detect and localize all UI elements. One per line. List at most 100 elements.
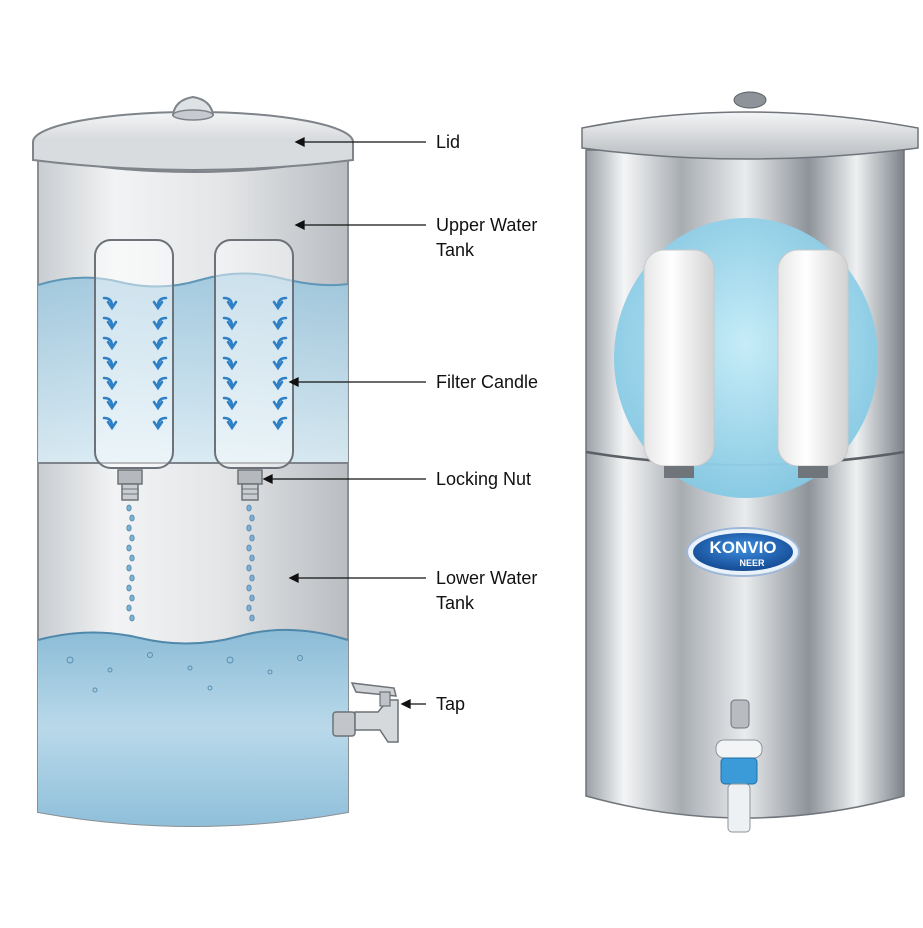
filter-candle-left [94, 239, 174, 469]
water-droplet [129, 594, 135, 602]
flow-arrow [222, 336, 234, 348]
water-droplet [129, 614, 135, 622]
flow-arrow [222, 416, 234, 428]
flow-arrow-head [226, 400, 238, 411]
flow-arrow [222, 356, 234, 368]
flow-arrow [102, 376, 114, 388]
flow-arrow-head [106, 340, 118, 351]
water-droplet [246, 504, 252, 512]
label-filter-candle: Filter Candle [436, 372, 539, 392]
label-lower-water-tank-line1: Lower Water [436, 568, 538, 588]
locking-nut-left [117, 469, 143, 501]
flow-arrow-head [152, 300, 164, 311]
flow-arrow [156, 296, 168, 308]
label-tap: Tap [436, 694, 466, 714]
flow-arrow [156, 416, 168, 428]
product-candle-right [777, 249, 849, 478]
flow-arrow-head [152, 320, 164, 331]
flow-arrow [222, 316, 234, 328]
water-droplet [126, 524, 132, 532]
flow-arrow [156, 316, 168, 328]
flow-arrow [102, 416, 114, 428]
flow-arrow [156, 356, 168, 368]
flow-arrow-head [226, 360, 238, 371]
water-droplet [126, 504, 132, 512]
water-droplet [126, 564, 132, 572]
product-tap [715, 699, 763, 833]
water-droplet [126, 604, 132, 612]
flow-arrow-head [272, 360, 284, 371]
water-droplet [249, 574, 255, 582]
flow-arrow-head [226, 320, 238, 331]
flow-arrow-head [106, 300, 118, 311]
brand-logo [686, 527, 800, 577]
label-lid: Lid [436, 132, 461, 152]
flow-arrow-head [226, 340, 238, 351]
flow-arrow [156, 336, 168, 348]
flow-arrow-head [106, 380, 118, 391]
flow-arrow [222, 296, 234, 308]
flow-arrow [276, 416, 288, 428]
droplet-streams [126, 504, 255, 622]
lower-water [38, 629, 348, 826]
water-droplet [246, 564, 252, 572]
flow-arrow-head [226, 420, 238, 431]
label-lower-water-tank-line2: Tank [436, 593, 475, 613]
flow-arrow-head [152, 420, 164, 431]
flow-arrow-head [272, 320, 284, 331]
flow-arrow [102, 296, 114, 308]
flow-arrow-head [226, 380, 238, 391]
flow-arrow [222, 376, 234, 388]
water-droplet [129, 514, 135, 522]
water-droplet [246, 524, 252, 532]
tap [332, 682, 399, 743]
flow-arrow [102, 356, 114, 368]
flow-arrow [156, 376, 168, 388]
flow-arrow-head [106, 360, 118, 371]
flow-arrow-head [106, 400, 118, 411]
water-droplet [246, 544, 252, 552]
diagram-filter [32, 95, 399, 827]
water-droplet [129, 554, 135, 562]
flow-arrow [102, 316, 114, 328]
water-droplet [129, 534, 135, 542]
water-bubbles [66, 652, 303, 693]
flow-arrow-head [106, 320, 118, 331]
upper-water [38, 273, 348, 462]
leader-lines [262, 136, 426, 710]
flow-arrow [222, 396, 234, 408]
flow-arrow-head [272, 420, 284, 431]
flow-arrows [102, 296, 288, 431]
flow-arrow [276, 356, 288, 368]
water-droplet [129, 574, 135, 582]
flow-arrow [276, 296, 288, 308]
flow-arrow-head [272, 400, 284, 411]
water-droplet [249, 554, 255, 562]
flow-arrow-head [106, 420, 118, 431]
brand-name: KONVIO [709, 538, 776, 557]
water-droplet [246, 584, 252, 592]
label-upper-water-tank-line1: Upper Water [436, 215, 538, 235]
flow-arrow [102, 396, 114, 408]
locking-nut-right [237, 469, 263, 501]
flow-arrow-head [152, 360, 164, 371]
flow-arrow [276, 376, 288, 388]
flow-arrow-head [272, 300, 284, 311]
flow-arrow-head [226, 300, 238, 311]
flow-arrow [276, 396, 288, 408]
flow-arrow-head [272, 340, 284, 351]
water-droplet [246, 604, 252, 612]
product-image [581, 91, 919, 833]
flow-arrow [156, 396, 168, 408]
water-droplet [249, 534, 255, 542]
flow-arrow-head [152, 400, 164, 411]
brand-subname: NEER [739, 558, 765, 568]
water-droplet [249, 514, 255, 522]
flow-arrow [102, 336, 114, 348]
product-candle-left [643, 249, 715, 478]
label-locking-nut: Locking Nut [436, 469, 532, 489]
water-droplet [249, 614, 255, 622]
filter-candle-right [214, 239, 294, 469]
flow-arrow-head [152, 380, 164, 391]
